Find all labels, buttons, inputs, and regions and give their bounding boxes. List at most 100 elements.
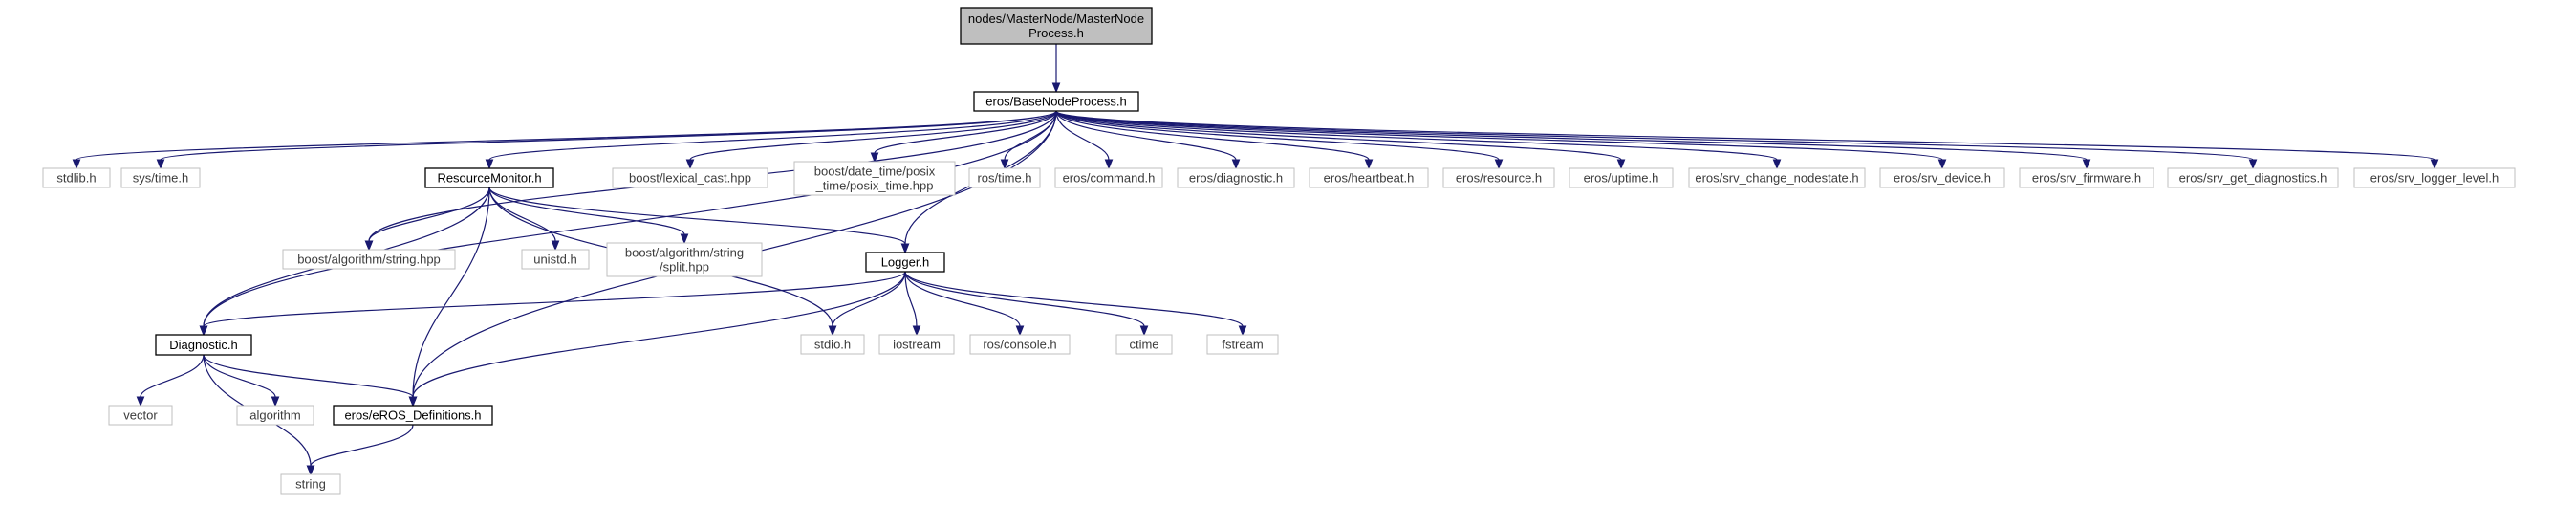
arrowhead-bnp-to-lexcast — [685, 159, 695, 170]
node-label-split: boost/algorithm/string — [625, 246, 744, 260]
arrowhead-bnp-to-ediag — [1231, 159, 1241, 170]
edge-diag-to-erosdef — [203, 354, 414, 398]
edge-logger-to-diag — [203, 271, 906, 327]
node-box-srvcn — [1688, 167, 1866, 188]
node-box-erosdef — [333, 405, 493, 426]
edge-bnp-to-posix — [874, 110, 1057, 154]
arrowhead-bnp-to-rostime — [1000, 159, 1009, 170]
node-label-diag: Diagnostic.h — [169, 338, 238, 352]
node-label-iostream: iostream — [893, 338, 941, 352]
edge-bnp-to-srvfw — [1055, 110, 2088, 161]
node-box-vector — [108, 405, 173, 426]
arrowhead-bnp-to-resmon — [485, 159, 494, 170]
node-srvll: eros/srv_logger_level.h — [2353, 167, 2516, 188]
arrowhead-resmon-to-logger — [900, 243, 910, 254]
node-srvfw: eros/srv_firmware.h — [2019, 167, 2154, 188]
node-box-rostime — [968, 167, 1041, 188]
node-box-bnp — [973, 91, 1139, 112]
node-box-systime — [120, 167, 201, 188]
arrowhead-diag-to-algorithm — [271, 396, 280, 407]
node-box-algstr — [282, 249, 456, 270]
edge-bnp-to-lexcast — [689, 110, 1057, 161]
node-box-hb — [1309, 167, 1429, 188]
arrowhead-bnp-to-hb — [1364, 159, 1374, 170]
node-bnp[interactable]: eros/BaseNodeProcess.h — [973, 91, 1139, 112]
node-label-stdio: stdio.h — [814, 338, 851, 352]
node-cmd: eros/command.h — [1054, 167, 1163, 188]
node-label-mnp: nodes/MasterNode/MasterNode — [968, 11, 1144, 26]
node-resmon[interactable]: ResourceMonitor.h — [424, 167, 554, 188]
node-label-algstr: boost/algorithm/string.hpp — [297, 253, 441, 267]
node-label-res: eros/resource.h — [1456, 171, 1542, 186]
edge-bnp-to-srvll — [1055, 110, 2435, 161]
node-srvdev: eros/srv_device.h — [1879, 167, 2005, 188]
node-box-fstream — [1206, 334, 1279, 355]
node-label-rostime: ros/time.h — [977, 171, 1031, 186]
node-box-roscon — [969, 334, 1071, 355]
arrowhead-bnp-to-stdlib — [72, 159, 81, 170]
arrowhead-bnp-to-srvcn — [1772, 159, 1782, 170]
arrowhead-bnp-to-posix — [870, 152, 879, 164]
edge-logger-to-fstream — [904, 271, 1244, 327]
arrowhead-bnp-to-uptime — [1616, 159, 1626, 170]
arrowhead-bnp-to-srvgd — [2248, 159, 2258, 170]
node-box-srvfw — [2019, 167, 2154, 188]
node-label-erosdef: eros/eROS_Definitions.h — [344, 408, 481, 423]
node-box-split — [606, 242, 763, 277]
node-label-cmd: eros/command.h — [1063, 171, 1156, 186]
node-label-split: /split.hpp — [660, 260, 709, 275]
arrowhead-bnp-to-res — [1494, 159, 1504, 170]
arrowhead-bnp-to-cmd — [1104, 159, 1114, 170]
arrowhead-resmon-to-unistd — [551, 240, 560, 252]
edge-diag-to-algorithm — [203, 354, 276, 398]
node-diag[interactable]: Diagnostic.h — [155, 334, 252, 356]
node-box-algorithm — [236, 405, 314, 426]
arrowhead-logger-to-fstream — [1238, 325, 1247, 337]
node-box-ctime — [1115, 334, 1173, 355]
edge-logger-to-stdio — [832, 271, 906, 327]
node-label-string: string — [295, 477, 326, 492]
node-hb: eros/heartbeat.h — [1309, 167, 1429, 188]
edge-resmon-to-algstr — [368, 187, 490, 242]
node-iostream: iostream — [878, 334, 955, 355]
edge-bnp-to-hb — [1055, 110, 1370, 161]
node-label-roscon: ros/console.h — [983, 338, 1056, 352]
node-label-srvdev: eros/srv_device.h — [1894, 171, 1991, 186]
node-uptime: eros/uptime.h — [1569, 167, 1674, 188]
node-rostime: ros/time.h — [968, 167, 1041, 188]
node-box-ediag — [1177, 167, 1295, 188]
node-label-unistd: unistd.h — [533, 253, 577, 267]
edge-bnp-to-diag — [203, 110, 1057, 327]
node-box-resmon — [424, 167, 554, 188]
arrowhead-resmon-to-split — [680, 233, 689, 245]
node-box-uptime — [1569, 167, 1674, 188]
arrowhead-logger-to-ctime — [1139, 325, 1149, 337]
node-box-logger — [865, 252, 945, 273]
node-posix: boost/date_time/posix_time/posix_time.hp… — [793, 161, 956, 196]
arrowhead-mnp-to-bnp — [1051, 82, 1061, 94]
node-label-srvgd: eros/srv_get_diagnostics.h — [2179, 171, 2327, 186]
node-ediag: eros/diagnostic.h — [1177, 167, 1295, 188]
node-ctime: ctime — [1115, 334, 1173, 355]
arrowhead-bnp-to-srvfw — [2082, 159, 2091, 170]
edge-logger-to-erosdef — [412, 271, 906, 398]
edge-resmon-to-split — [488, 187, 685, 235]
node-unistd: unistd.h — [521, 249, 590, 270]
node-erosdef[interactable]: eros/eROS_Definitions.h — [333, 405, 493, 426]
node-label-ctime: ctime — [1129, 338, 1158, 352]
edge-bnp-to-ediag — [1055, 110, 1237, 161]
node-logger[interactable]: Logger.h — [865, 252, 945, 273]
node-label-algorithm: algorithm — [249, 408, 300, 423]
edge-diag-to-vector — [140, 354, 205, 398]
node-box-posix — [793, 161, 956, 196]
node-label-hb: eros/heartbeat.h — [1324, 171, 1415, 186]
node-stdlib: stdlib.h — [42, 167, 111, 188]
node-label-vector: vector — [123, 408, 158, 423]
edge-logger-to-iostream — [904, 271, 918, 327]
node-box-lexcast — [612, 167, 768, 188]
edge-bnp-to-rostime — [1004, 110, 1057, 161]
edge-logger-to-ctime — [904, 271, 1145, 327]
node-label-systime: sys/time.h — [133, 171, 189, 186]
